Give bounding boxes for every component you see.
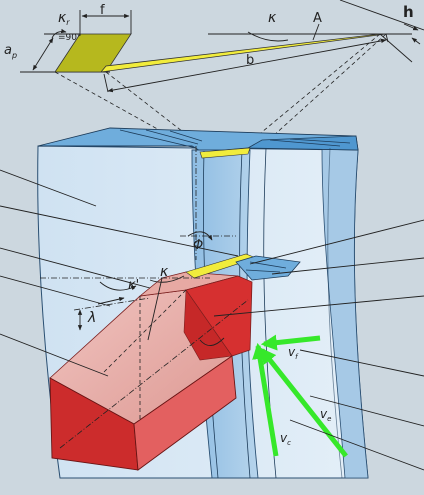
- kappa-prime-label: κ': [128, 278, 139, 293]
- b-dimension: [107, 38, 387, 93]
- cutting-tool: [49, 253, 301, 471]
- leader-lines: [0, 169, 424, 471]
- ve-arrow: [260, 347, 348, 458]
- A-label: A: [313, 11, 322, 26]
- kappa-top-label: κ: [268, 10, 277, 26]
- angle-annotations: Φ κ κ' λ: [40, 231, 236, 331]
- ve-label: ve: [320, 407, 331, 423]
- ap-dimension: [32, 37, 54, 71]
- vf-arrow: [260, 334, 321, 351]
- f-label: f: [100, 3, 105, 18]
- tool-shank-front: [133, 355, 237, 471]
- kappa-r-label: κr: [58, 10, 70, 27]
- kappa-mid-label: κ: [160, 264, 169, 280]
- top-schematic: f κr =90° ap b κ A h: [4, 0, 424, 147]
- ap-label: ap: [4, 43, 17, 60]
- angle-90-label: =90°: [58, 33, 82, 43]
- lambda-label: λ: [87, 310, 96, 326]
- chip-strip: [199, 147, 251, 159]
- b-label: b: [246, 53, 254, 68]
- vf-label: vf: [288, 345, 299, 361]
- phi-label: Φ: [193, 238, 203, 253]
- h-label: h: [403, 3, 414, 21]
- tool-head-left: [183, 289, 233, 361]
- velocity-vectors: vf vc ve: [252, 334, 348, 458]
- vc-label: vc: [280, 431, 291, 447]
- workpiece-right-band: [321, 147, 369, 479]
